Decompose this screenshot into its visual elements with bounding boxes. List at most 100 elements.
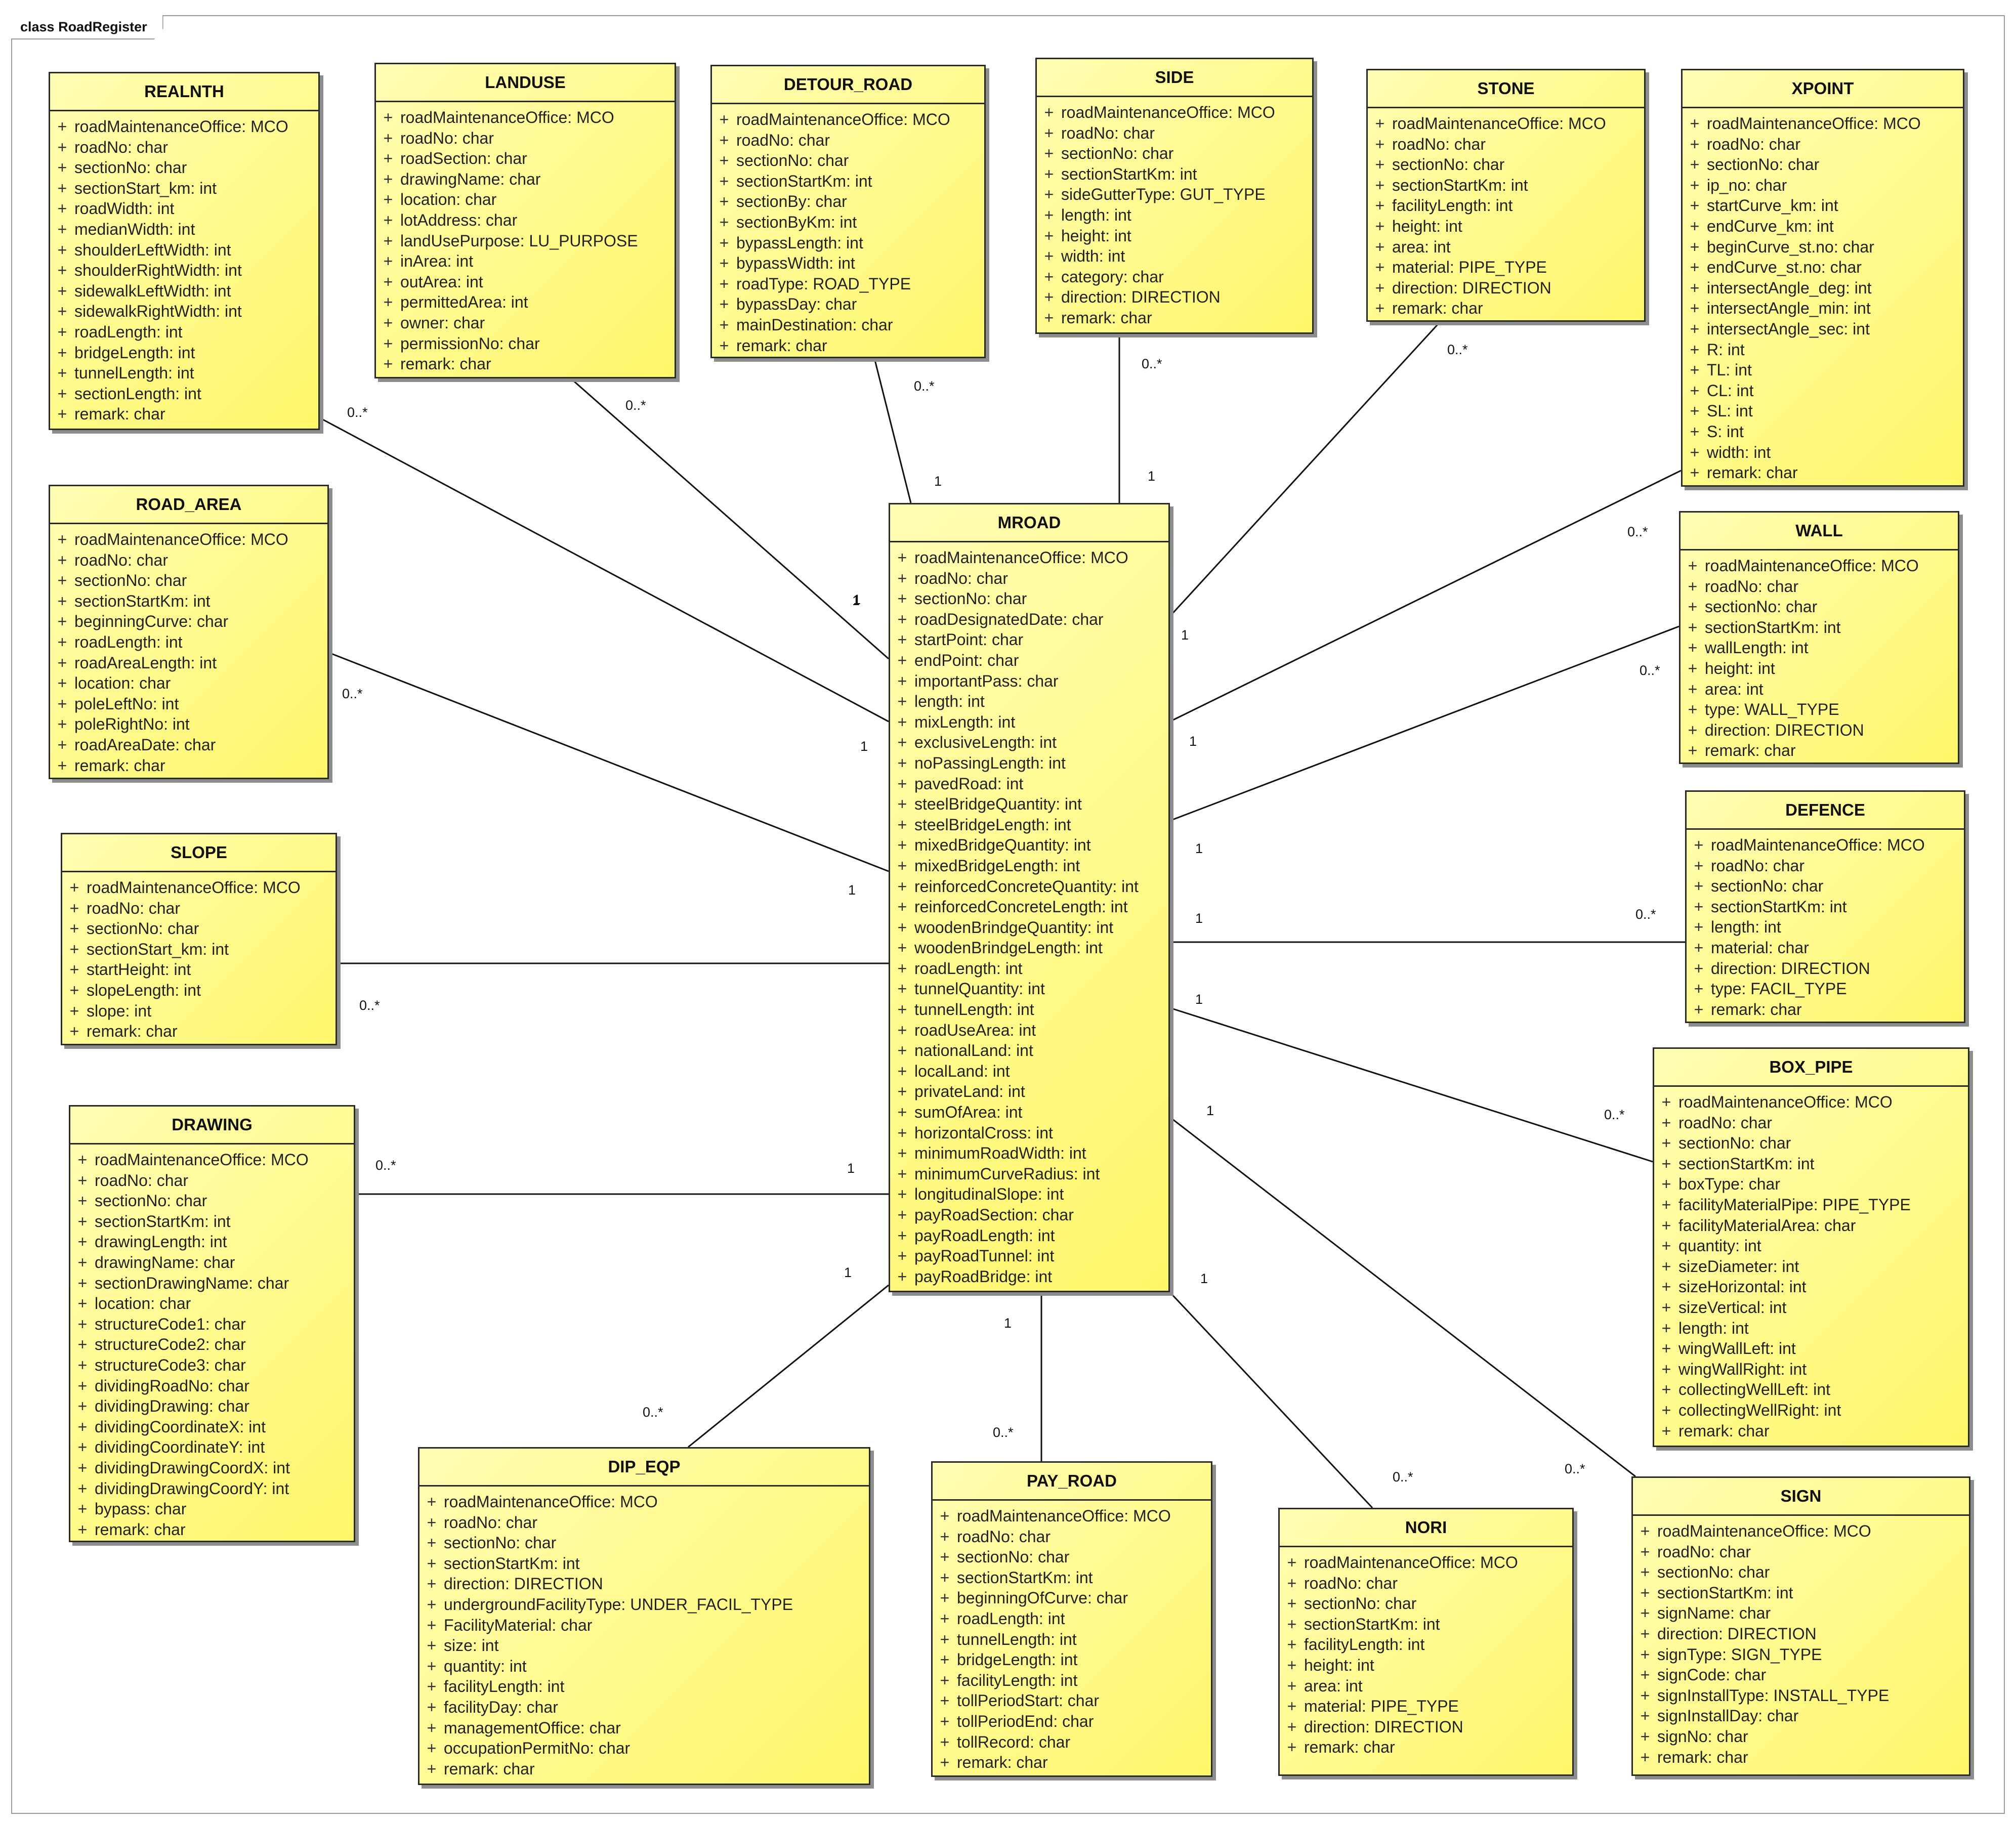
attribute-text: direction: DIRECTION [1304,1717,1463,1736]
visibility-marker: + [1044,288,1054,307]
attribute-row: +roadNo: char [62,898,335,919]
attribute-row: +facilityLength: int [1280,1634,1572,1655]
visibility-marker: + [897,548,907,567]
visibility-marker: + [77,1192,88,1210]
multiplicity-drawing-end: 0..* [375,1158,396,1173]
visibility-marker: + [897,918,907,937]
class-drawing[interactable]: DRAWING +roadMaintenanceOffice: MCO+road… [69,1105,355,1542]
attribute-text: structureCode3: char [95,1355,246,1374]
attribute-list: +roadMaintenanceOffice: MCO+roadNo: char… [933,1501,1211,1773]
attribute-row: +horizontalCross: int [890,1123,1168,1143]
attribute-row: +height: int [1037,226,1312,246]
visibility-marker: + [383,252,393,271]
attribute-row: +sectionByKm: int [712,212,984,233]
class-road-area[interactable]: ROAD_AREA +roadMaintenanceOffice: MCO+ro… [49,485,329,779]
attribute-text: sizeVertical: int [1678,1298,1787,1317]
visibility-marker: + [1044,247,1054,266]
attribute-text: direction: DIRECTION [1705,720,1864,739]
attribute-text: endPoint: char [914,651,1019,669]
visibility-marker: + [57,138,67,156]
class-defence[interactable]: DEFENCE +roadMaintenanceOffice: MCO+road… [1685,790,1965,1023]
attribute-text: roadMaintenanceOffice: MCO [1707,114,1921,133]
attribute-text: facilityDay: char [444,1698,558,1716]
class-sign[interactable]: SIGN +roadMaintenanceOffice: MCO+roadNo:… [1631,1476,1970,1776]
attribute-text: permittedArea: int [400,293,528,312]
visibility-marker: + [57,530,67,548]
class-landuse[interactable]: LANDUSE +roadMaintenanceOffice: MCO+road… [374,63,676,378]
attribute-text: signType: SIGN_TYPE [1657,1645,1822,1664]
attribute-text: roadAreaLength: int [74,653,217,672]
attribute-text: payRoadLength: int [914,1226,1055,1245]
attribute-row: +beginCurve_st.no: char [1683,237,1963,258]
visibility-marker: + [719,254,729,273]
visibility-marker: + [1287,1594,1297,1613]
class-realnth[interactable]: REALNTH +roadMaintenanceOffice: MCO+road… [49,72,320,430]
attribute-text: dividingRoadNo: char [95,1376,249,1395]
attribute-row: +payRoadTunnel: int [890,1246,1168,1266]
visibility-marker: + [719,274,729,293]
visibility-marker: + [57,591,67,610]
class-detour-road[interactable]: DETOUR_ROAD +roadMaintenanceOffice: MCO+… [710,65,986,358]
class-name: PAY_ROAD [933,1463,1211,1501]
visibility-marker: + [1661,1113,1671,1132]
class-name: SIDE [1037,59,1312,97]
visibility-marker: + [940,1507,950,1525]
attribute-row: +roadType: ROAD_TYPE [712,274,984,294]
visibility-marker: + [940,1568,950,1587]
attribute-list: +roadMaintenanceOffice: MCO+roadNo: char… [50,524,327,776]
class-name: DEFENCE [1687,792,1964,830]
attribute-row: +minimumCurveRadius: int [890,1164,1168,1184]
attribute-row: +roadDesignatedDate: char [890,609,1168,630]
visibility-marker: + [897,898,907,916]
visibility-marker: + [1661,1401,1671,1419]
multiplicity-mroad-end: 1 [1200,1271,1208,1286]
attribute-row: +dividingDrawingCoordY: int [70,1478,354,1499]
class-name: REALNTH [50,73,318,111]
attribute-row: +drawingLength: int [70,1232,354,1252]
multiplicity-mroad-end: 1 [1181,627,1189,643]
visibility-marker: + [383,293,393,312]
attribute-text: managementOffice: char [444,1718,621,1737]
attribute-row: + permittedArea: int [376,292,675,313]
class-stone[interactable]: STONE +roadMaintenanceOffice: MCO+roadNo… [1366,69,1646,322]
class-box-pipe[interactable]: BOX_PIPE +roadMaintenanceOffice: MCO+roa… [1653,1047,1969,1447]
attribute-row: +width: int [1683,442,1963,463]
attribute-text: TL: int [1707,361,1752,379]
class-nori[interactable]: NORI +roadMaintenanceOffice: MCO+roadNo:… [1278,1508,1574,1776]
attribute-text: remark: char [1678,1421,1770,1440]
class-slope[interactable]: SLOPE +roadMaintenanceOffice: MCO+roadNo… [61,833,337,1045]
attribute-row: +dividingRoadNo: char [70,1376,354,1396]
attribute-text: mixedBridgeLength: int [914,856,1080,875]
multiplicity-road-area-end: 0..* [342,686,363,701]
attribute-text: tunnelLength: int [74,364,194,383]
attribute-text: drawingName: char [400,169,541,188]
attribute-row: +sectionStartKm: int [933,1567,1211,1588]
class-side[interactable]: SIDE +roadMaintenanceOffice: MCO+roadNo:… [1035,58,1314,334]
class-xpoint[interactable]: XPOINT +roadMaintenanceOffice: MCO+roadN… [1681,69,1964,487]
attribute-list: +roadMaintenanceOffice: MCO+roadNo: char… [1654,1087,1968,1441]
class-mroad[interactable]: MROAD +roadMaintenanceOffice: MCO+roadNo… [889,503,1170,1292]
visibility-marker: + [1690,135,1700,153]
attribute-text: remark: char [87,1022,178,1041]
attribute-row: +dividingCoordinateX: int [70,1417,354,1437]
attribute-text: length: int [1711,918,1781,937]
attribute-row: +sidewalkLeftWidth: int [50,281,318,302]
attribute-row: +roadNo: char [50,550,327,571]
class-wall[interactable]: WALL +roadMaintenanceOffice: MCO+roadNo:… [1679,511,1959,764]
class-name: MROAD [890,504,1168,542]
attribute-row: +roadLength: int [890,958,1168,979]
class-dip-eqp[interactable]: DIP_EQP +roadMaintenanceOffice: MCO+road… [418,1447,870,1785]
attribute-row: +beginningCurve: char [50,611,327,632]
class-name: NORI [1280,1509,1572,1547]
attribute-list: +roadMaintenanceOffice: MCO+roadNo: char… [890,542,1168,1287]
visibility-marker: + [383,231,393,250]
attribute-text: tunnelLength: int [914,1000,1034,1019]
attribute-text: material: PIPE_TYPE [1392,258,1547,277]
attribute-row: +roadUseArea: int [890,1020,1168,1041]
class-pay-road[interactable]: PAY_ROAD +roadMaintenanceOffice: MCO+roa… [931,1461,1212,1777]
visibility-marker: + [1640,1563,1650,1582]
visibility-marker: + [383,355,393,373]
attribute-row: +remark: char [50,755,327,776]
attribute-row: +roadLength: int [50,322,318,343]
attribute-row: +sectionBy: char [712,191,984,212]
